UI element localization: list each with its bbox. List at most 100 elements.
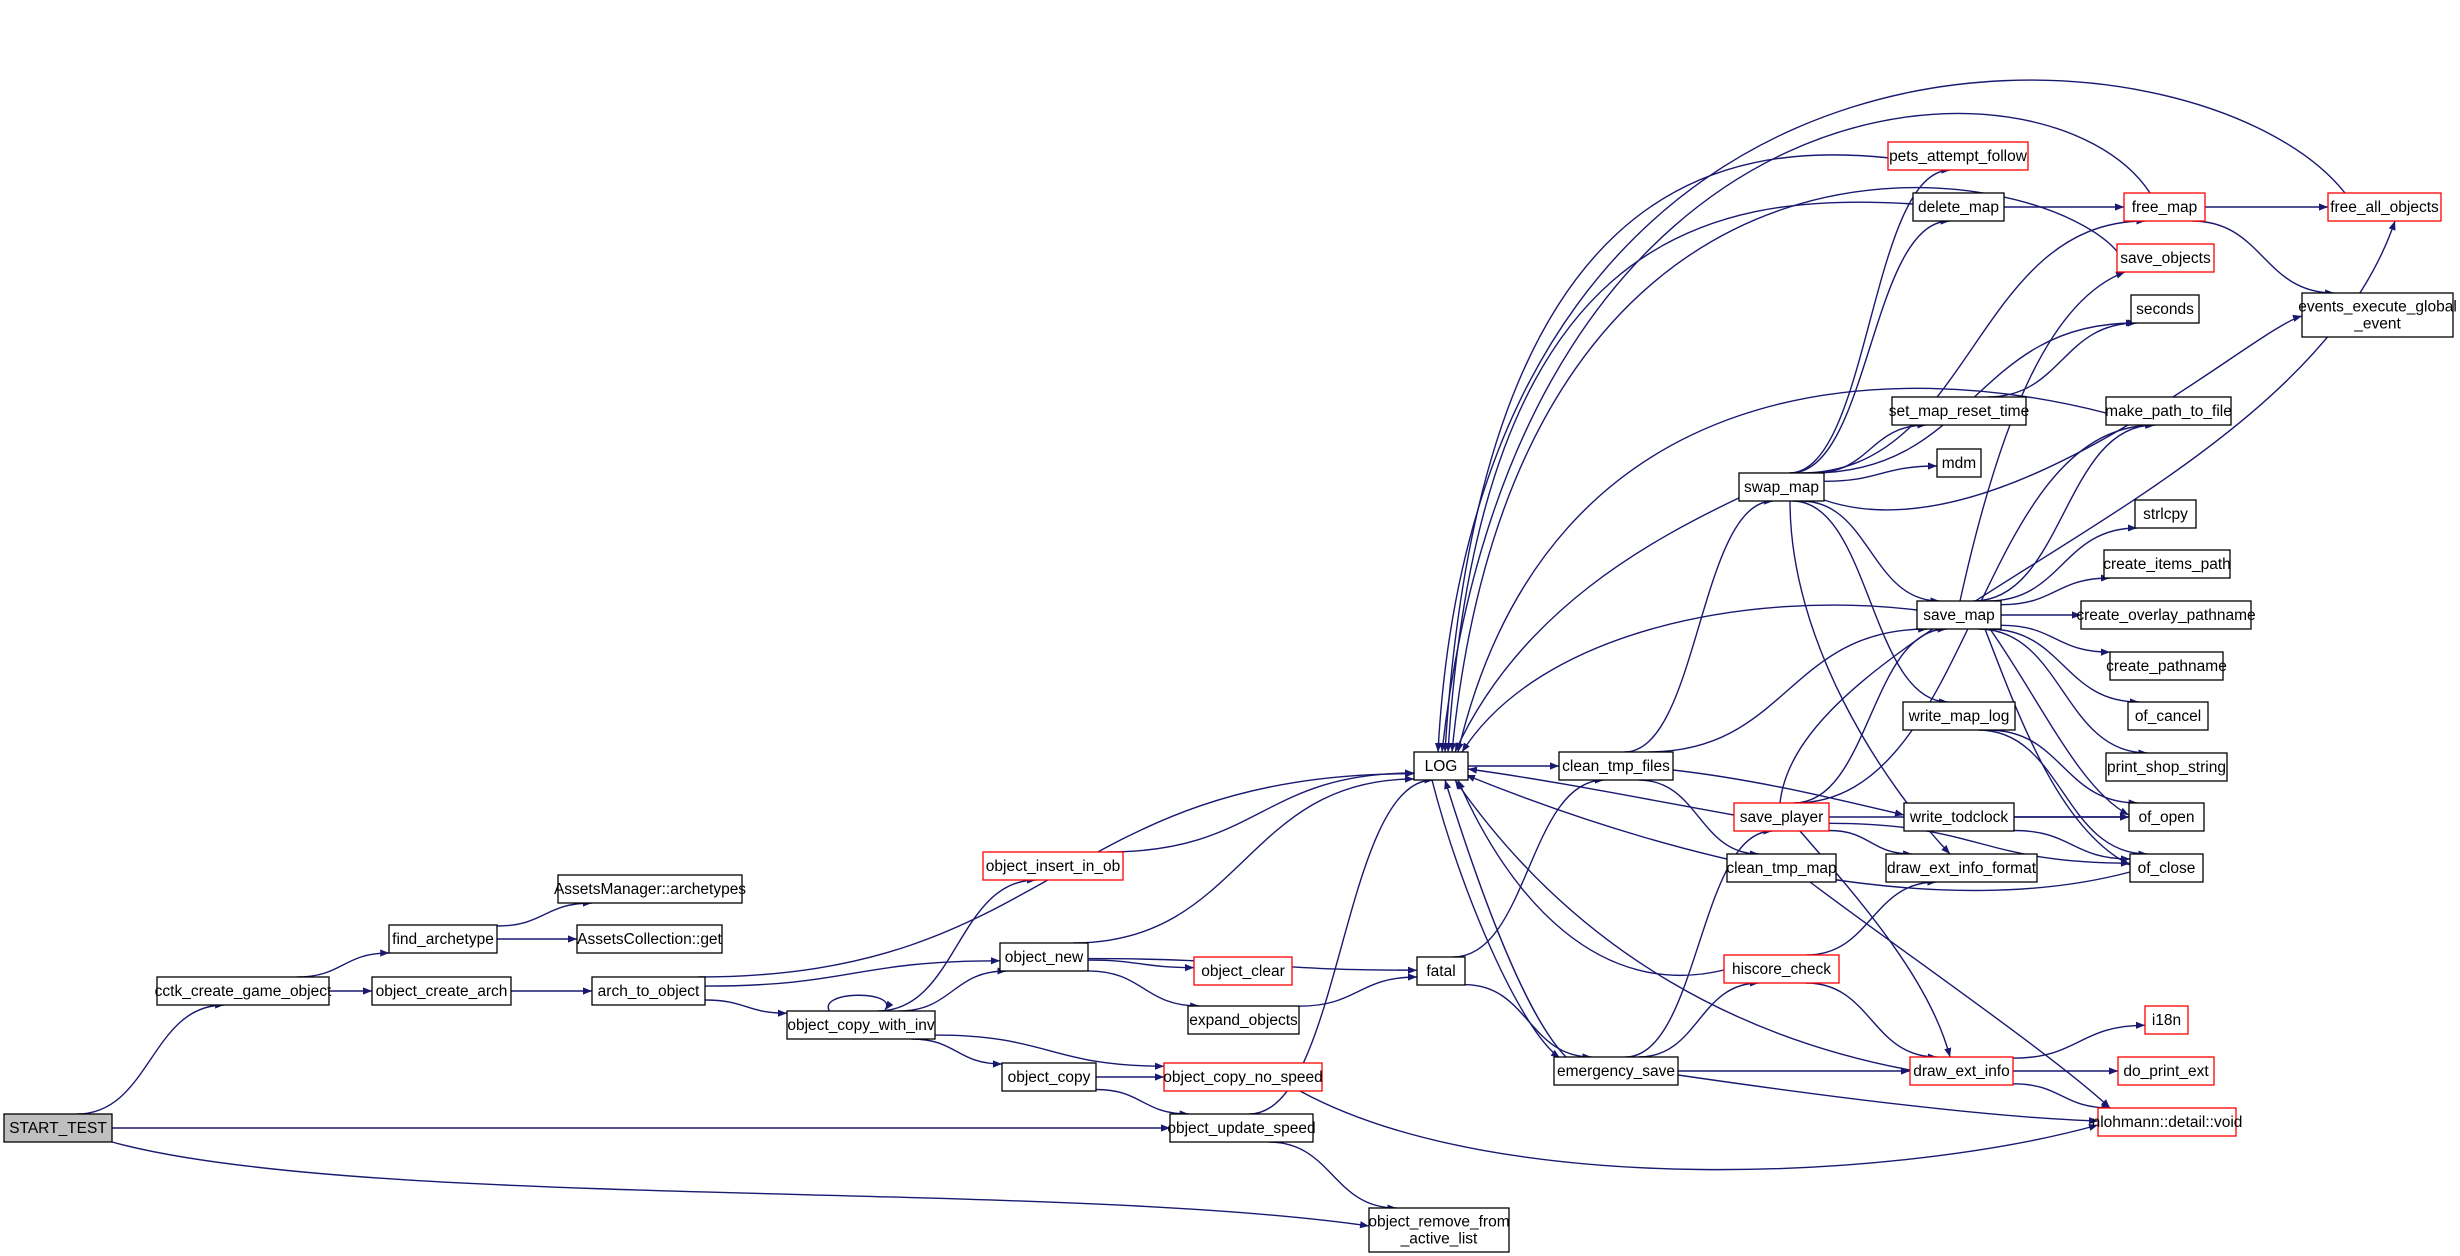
node-set_map_reset_time[interactable]: set_map_reset_time [1889,396,2029,426]
node-box [1416,956,1466,986]
node-fatal[interactable]: fatal [1416,956,1466,986]
nodes-layer: START_TEST cctk_create_game_object object_… [3,141,2457,1253]
edge-object_update_speed-to-object_remove_from_active_list [1268,1141,1397,1212]
node-draw_ext_info_format[interactable]: draw_ext_info_format [1885,853,2038,883]
node-hiscore_check[interactable]: hiscore_check [1723,954,1840,984]
node-object_clear[interactable]: object_clear [1193,956,1293,986]
node-box [2128,802,2205,832]
node-label: nlohmann::detail::void [2092,1114,2243,1131]
node-object_copy_with_inv[interactable]: object_copy_with_inv [786,1010,936,1040]
node-mdm[interactable]: mdm [1936,448,1982,478]
node-object_new[interactable]: object_new [999,942,1089,972]
node-label: save_map [1923,607,1995,624]
node-label: object_copy [1008,1069,1091,1086]
edge-clean_tmp_files-to-clean_tmp_map [1638,779,1759,858]
node-print_shop_string[interactable]: print_shop_string [2105,752,2228,782]
edge-object_copy_with_inv-to-object_copy [911,1038,1003,1068]
node-of_close[interactable]: of_close [2129,853,2204,883]
node-box [2129,853,2204,883]
node-label: write_todclock [1909,809,2008,826]
node-box [2105,752,2228,782]
edge-object_new-to-expand_objects [1087,970,1200,1010]
node-label: free_all_objects [2330,199,2439,216]
edge-object_copy_with_inv-to-object_copy_with_inv [827,994,894,1013]
node-box [2109,651,2224,681]
node-do_print_ext[interactable]: do_print_ext [2117,1056,2215,1086]
node-seconds[interactable]: seconds [2130,294,2200,324]
node-emergency_save[interactable]: emergency_save [1553,1056,1679,1086]
node-label: fatal [1426,963,1455,980]
node-AssetsManager_archetypes[interactable]: AssetsManager::archetypes [554,874,746,904]
node-cctk_create_game_object[interactable]: cctk_create_game_object [155,976,332,1006]
node-find_archetype[interactable]: find_archetype [388,924,498,954]
node-box [1001,1062,1097,1092]
edge-clean_tmp_files-to-swap_map [1624,497,1774,753]
edge-hiscore_check-to-draw_ext_info_format [1806,878,1937,956]
edge-free_map-to-events_execute_global_event [2192,220,2335,297]
node-label: write_map_log [1908,708,2010,725]
node-delete_map[interactable]: delete_map [1912,192,2005,222]
node-object_copy[interactable]: object_copy [1001,1062,1097,1092]
node-object_copy_no_speed[interactable]: object_copy_no_speed [1163,1062,1323,1092]
node-label: object_copy_no_speed [1163,1069,1322,1086]
node-label: pets_attempt_follow [1889,148,2028,165]
node-write_todclock[interactable]: write_todclock [1903,802,2015,832]
edge-save_map-to-LOG [1461,604,1918,753]
edge-save_map-to-make_path_to_file [1973,421,2155,602]
node-label: object_update_speed [1167,1120,1315,1137]
node-save_map[interactable]: save_map [1916,600,2002,630]
edge-save_map-to-of_cancel [1987,628,2140,706]
node-label: hiscore_check [1732,961,1831,978]
node-label: draw_ext_info [1913,1063,2010,1080]
node-of_cancel[interactable]: of_cancel [2127,701,2209,731]
node-box [982,851,1124,881]
node-object_update_speed[interactable]: object_update_speed [1167,1113,1316,1143]
node-free_map[interactable]: free_map [2123,192,2206,222]
node-free_all_objects[interactable]: free_all_objects [2327,192,2442,222]
node-label: object_new [1005,949,1084,966]
edge-clean_tmp_map-to-nlohmann_detail_void [1809,881,2111,1109]
node-create_items_path[interactable]: create_items_path [2103,549,2231,579]
node-i18n[interactable]: i18n [2144,1005,2189,1035]
node-save_objects[interactable]: save_objects [2116,243,2215,273]
node-of_open[interactable]: of_open [2128,802,2205,832]
edges-layer [76,79,2396,1229]
node-label: draw_ext_info_format [1887,860,2037,877]
edge-save_player-to-LOG [1467,766,1735,816]
edge-emergency_save-to-save_player [1625,827,1773,1058]
node-START_TEST[interactable]: START_TEST [3,1113,113,1143]
node-label: of_open [2138,809,2194,826]
node-draw_ext_info[interactable]: draw_ext_info [1909,1056,2014,1086]
edge-swap_map-to-events_execute_global_event [1823,314,2303,511]
node-box [1368,1207,1510,1253]
edge-LOG-to-emergency_save [1431,779,1561,1059]
edge-draw_ext_info-to-LOG [1454,779,1911,1071]
node-box [2080,600,2252,630]
edge-pets_attempt_follow-to-LOG [1441,154,1891,753]
edge-write_todclock-to-of_close [2013,829,2131,863]
node-object_remove_from_active_list[interactable]: object_remove_from_active_list [1368,1207,1510,1253]
node-write_map_log[interactable]: write_map_log [1902,701,2016,731]
node-arch_to_object[interactable]: arch_to_object [591,976,706,1006]
node-expand_objects[interactable]: expand_objects [1187,1005,1300,1035]
node-object_create_arch[interactable]: object_create_arch [371,976,512,1006]
node-AssetsCollection_get[interactable]: AssetsCollection::get [576,924,723,954]
node-LOG[interactable]: LOG [1413,751,1469,781]
edge-clean_tmp_files-to-write_todclock [1672,769,1905,817]
node-make_path_to_file[interactable]: make_path_to_file [2105,396,2232,426]
node-create_overlay_pathname[interactable]: create_overlay_pathname [2076,600,2256,630]
node-box [2097,1107,2237,1137]
node-pets_attempt_follow[interactable]: pets_attempt_follow [1887,141,2029,171]
node-create_pathname[interactable]: create_pathname [2106,651,2227,681]
edge-object_new-to-LOG [1073,775,1415,944]
node-strlcpy[interactable]: strlcpy [2134,499,2197,529]
node-clean_tmp_files[interactable]: clean_tmp_files [1558,751,1674,781]
node-box [999,942,1089,972]
node-clean_tmp_map[interactable]: clean_tmp_map [1726,853,1837,883]
node-save_player[interactable]: save_player [1733,802,1830,832]
node-object_insert_in_ob[interactable]: object_insert_in_ob [982,851,1124,881]
node-events_execute_global_event[interactable]: events_execute_global_event [2298,292,2457,338]
node-nlohmann_detail_void[interactable]: nlohmann::detail::void [2092,1107,2243,1137]
node-swap_map[interactable]: swap_map [1738,472,1825,502]
edge-swap_map-to-pets_attempt_follow [1788,166,1951,474]
